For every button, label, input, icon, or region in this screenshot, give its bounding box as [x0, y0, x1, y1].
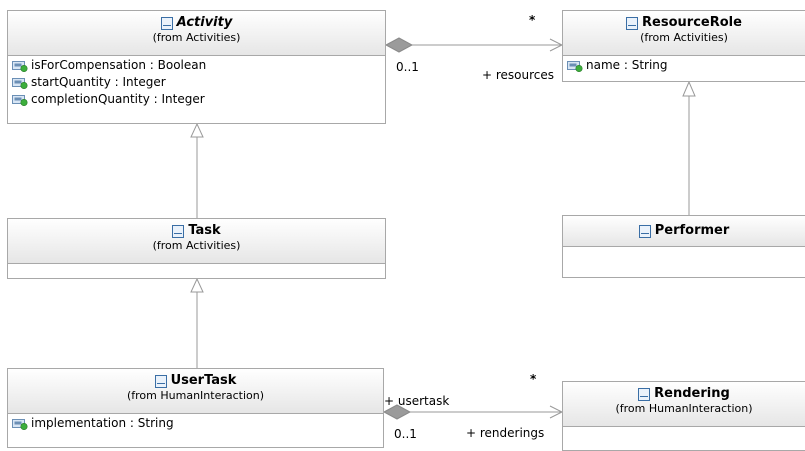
attribute-text: implementation : String	[31, 416, 174, 430]
class-name: Task	[188, 223, 221, 238]
association-usertask-rendering[interactable]	[382, 404, 564, 420]
attribute-text: completionQuantity : Integer	[31, 92, 205, 106]
attribute-icon	[12, 77, 28, 89]
attribute-compartment: implementation : String	[8, 414, 383, 433]
role-label: + resources	[482, 68, 555, 82]
attribute-row[interactable]: completionQuantity : Integer	[12, 91, 381, 108]
class-icon	[638, 224, 651, 238]
class-header: UserTask (from HumanInteraction)	[8, 369, 383, 414]
attribute-text: isForCompensation : Boolean	[31, 58, 207, 72]
class-header: Rendering (from HumanInteraction)	[563, 382, 805, 427]
generalization-task-activity[interactable]	[190, 122, 204, 218]
class-title: Rendering	[563, 386, 805, 402]
class-name: ResourceRole	[642, 15, 742, 30]
class-icon	[172, 224, 185, 238]
generalization-usertask-task[interactable]	[190, 277, 204, 368]
inheritance-arrowhead	[190, 122, 204, 138]
multiplicity-label: 0..1	[396, 60, 419, 74]
generalization-performer-resourcerole[interactable]	[682, 80, 696, 215]
class-task[interactable]: Task (from Activities)	[7, 218, 386, 279]
class-header: Task (from Activities)	[8, 219, 385, 264]
attribute-compartment: name : String	[563, 56, 805, 75]
role-label: + renderings	[466, 426, 545, 440]
class-title: Performer	[563, 223, 805, 239]
class-title: Activity	[8, 15, 385, 31]
class-usertask[interactable]: UserTask (from HumanInteraction) impleme…	[7, 368, 384, 448]
class-icon	[160, 16, 173, 30]
class-activity[interactable]: Activity (from Activities) isForCompensa…	[7, 10, 386, 124]
multiplicity-label: *	[529, 13, 536, 27]
class-name: Performer	[654, 223, 730, 238]
class-package: (from HumanInteraction)	[615, 402, 753, 415]
class-name: Rendering	[654, 386, 730, 401]
attribute-row[interactable]: implementation : String	[12, 415, 379, 432]
class-icon	[154, 374, 167, 388]
class-package: (from HumanInteraction)	[126, 389, 265, 402]
inheritance-arrowhead	[682, 80, 696, 97]
attribute-row[interactable]: name : String	[567, 57, 801, 74]
class-title: UserTask	[8, 373, 383, 389]
attribute-compartment	[563, 247, 805, 262]
composition-diamond	[384, 37, 414, 53]
role-label: + usertask	[384, 394, 450, 408]
multiplicity-label: 0..1	[394, 427, 417, 441]
class-header: Performer	[563, 216, 805, 247]
class-title: Task	[8, 223, 385, 239]
class-header: ResourceRole (from Activities)	[563, 11, 805, 56]
class-name: Activity	[176, 15, 233, 30]
attribute-row[interactable]: startQuantity : Integer	[12, 74, 381, 91]
attribute-row[interactable]: isForCompensation : Boolean	[12, 57, 381, 74]
class-name: UserTask	[170, 373, 237, 388]
attribute-compartment	[8, 264, 385, 279]
attribute-icon	[12, 418, 28, 430]
class-icon	[638, 387, 651, 401]
attribute-icon	[12, 94, 28, 106]
attribute-compartment: isForCompensation : Boolean startQuantit…	[8, 56, 385, 109]
attribute-icon	[567, 60, 583, 72]
class-header: Activity (from Activities)	[8, 11, 385, 56]
class-icon	[626, 16, 639, 30]
class-package: (from Activities)	[640, 31, 728, 44]
class-rendering[interactable]: Rendering (from HumanInteraction)	[562, 381, 805, 451]
class-package: (from Activities)	[152, 239, 241, 252]
association-activity-resourcerole[interactable]	[384, 37, 564, 53]
class-title: ResourceRole	[563, 15, 805, 31]
inheritance-arrowhead	[190, 277, 204, 293]
class-resourcerole[interactable]: ResourceRole (from Activities) name : St…	[562, 10, 805, 82]
multiplicity-label: *	[530, 372, 537, 386]
class-performer[interactable]: Performer	[562, 215, 805, 278]
attribute-text: startQuantity : Integer	[31, 75, 166, 89]
attribute-icon	[12, 60, 28, 72]
class-package: (from Activities)	[152, 31, 241, 44]
composition-diamond	[382, 404, 412, 420]
attribute-text: name : String	[586, 58, 668, 72]
